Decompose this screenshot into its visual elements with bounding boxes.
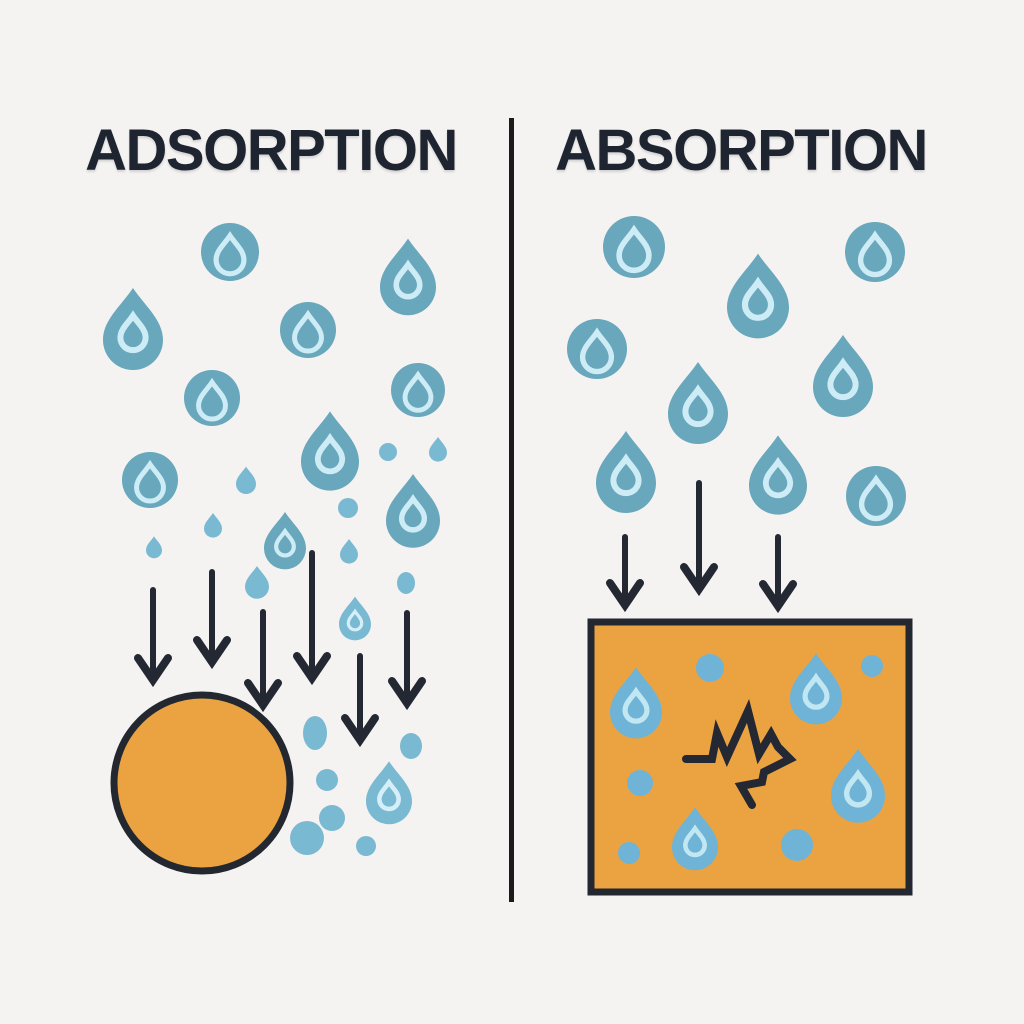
down-arrow-icon [293, 550, 331, 686]
adsorbent-surface-circle [110, 691, 294, 875]
water-dot-icon [319, 805, 345, 831]
water-droplet-icon [831, 749, 885, 823]
water-dot-icon [861, 655, 883, 677]
water-droplet-icon [245, 566, 269, 599]
water-droplet-icon [610, 667, 662, 739]
right-panel-title: ABSORPTION [555, 118, 928, 183]
water-dot-icon [618, 842, 640, 864]
down-arrow-icon [759, 534, 797, 614]
down-arrow-icon [244, 609, 282, 713]
water-dot-icon [379, 443, 397, 461]
water-droplet-icon [339, 596, 371, 641]
water-droplet-icon [749, 435, 807, 515]
water-droplet-icon [340, 539, 358, 564]
water-droplet-icon [567, 319, 627, 379]
water-droplet-icon [386, 474, 440, 548]
down-arrow-icon [134, 587, 172, 688]
water-droplet-icon [400, 733, 422, 759]
water-droplet-icon [391, 363, 445, 417]
water-droplet-icon [122, 452, 178, 508]
water-droplet-icon [596, 431, 656, 513]
water-droplet-icon [301, 411, 359, 491]
water-droplet-icon [603, 216, 665, 278]
water-droplet-icon [103, 288, 163, 370]
water-droplet-icon [236, 466, 256, 494]
water-dot-icon [627, 770, 653, 796]
water-droplet-icon [280, 302, 336, 358]
right-panel-absorption [567, 216, 913, 896]
water-droplet-icon [201, 223, 259, 281]
down-arrow-icon [388, 610, 426, 711]
water-droplet-icon [790, 653, 842, 725]
water-droplet-icon [397, 572, 415, 594]
water-droplet-icon [846, 466, 906, 526]
water-droplet-icon [727, 253, 789, 339]
down-arrow-icon [680, 480, 718, 597]
water-droplet-icon [380, 238, 436, 316]
water-droplet-icon [184, 370, 240, 426]
water-droplet-icon [429, 437, 447, 462]
water-droplet-icon [303, 716, 327, 750]
water-droplet-icon [204, 513, 222, 538]
water-dot-icon [356, 836, 376, 856]
water-droplet-icon [668, 362, 728, 444]
water-droplet-icon [264, 512, 306, 570]
left-panel-title: ADSORPTION [85, 118, 458, 183]
water-dot-icon [338, 498, 358, 518]
water-droplet-icon [366, 761, 412, 825]
water-dot-icon [696, 654, 724, 682]
water-droplet-icon [845, 222, 905, 282]
water-droplet-icon [672, 807, 718, 871]
down-arrow-icon [341, 653, 379, 748]
water-dot-icon [781, 829, 813, 861]
water-dot-icon [316, 769, 338, 791]
down-arrow-icon [193, 569, 231, 670]
crack-icon [682, 699, 797, 809]
water-droplet-icon [813, 335, 873, 417]
water-dot-icon [290, 821, 324, 855]
down-arrow-icon [606, 534, 644, 613]
left-panel-adsorption [103, 223, 447, 875]
water-droplet-icon [146, 536, 162, 559]
